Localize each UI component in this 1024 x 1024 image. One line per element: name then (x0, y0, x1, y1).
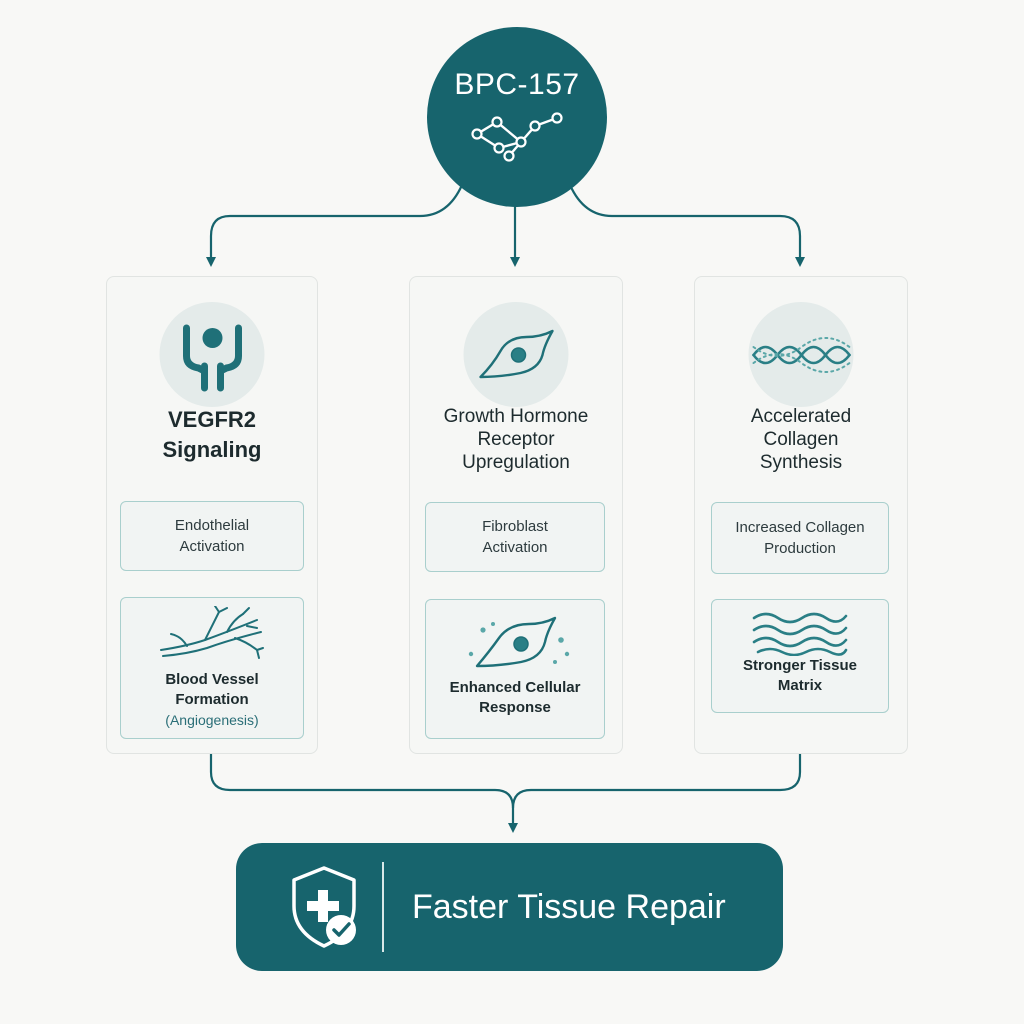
tissue-matrix-icon (752, 612, 848, 656)
icon-circle (748, 302, 854, 407)
fibroblast-cell-icon (478, 329, 554, 378)
molecule-icon (471, 112, 563, 162)
result-subtitle: (Angiogenesis) (165, 712, 259, 728)
step-endothelial-activation: Endothelial Activation (120, 501, 304, 571)
icon-circle (159, 302, 265, 407)
pathway-vegfr2: VEGFR2 Signaling Endothelial Activation (106, 276, 318, 754)
shield-check-icon (292, 866, 356, 948)
outcome-label: Faster Tissue Repair (412, 887, 726, 926)
connector-bottom-right (511, 754, 802, 809)
active-cell-icon (468, 616, 570, 668)
collagen-strand-icon (751, 336, 851, 373)
outcome-node: Faster Tissue Repair (236, 843, 783, 971)
result-label: Stronger Tissue Matrix (743, 657, 857, 694)
receptor-icon (182, 324, 242, 391)
pathway-growth-hormone: Growth Hormone Receptor Upregulation Fib… (409, 276, 623, 754)
blood-vessel-icon (160, 606, 264, 659)
result-blood-vessel-formation: Blood Vessel Formation (Angiogenesis) (120, 597, 304, 739)
outcome-divider (382, 862, 384, 952)
step-increased-collagen-production: Increased Collagen Production (711, 502, 889, 574)
pathway-title: Accelerated Collagen Synthesis (750, 406, 852, 473)
connector-bottom-merge (209, 754, 518, 833)
pathway-title: Growth Hormone Receptor Upregulation (443, 406, 589, 473)
bpc157-node: BPC-157 (427, 27, 607, 207)
result-stronger-tissue-matrix: Stronger Tissue Matrix (711, 599, 889, 713)
bpc157-title: BPC-157 (454, 68, 580, 101)
connector-top-left (206, 184, 464, 267)
pathway-collagen: Accelerated Collagen Synthesis Increased… (694, 276, 908, 754)
pathway-title: VEGFR2 Signaling (162, 407, 262, 462)
result-label: Enhanced Cellular Response (449, 679, 581, 716)
result-label: Blood Vessel Formation (Angiogenesis) (121, 670, 303, 730)
icon-circle (463, 302, 569, 407)
result-enhanced-cellular-response: Enhanced Cellular Response (425, 599, 605, 739)
connector-top-right (568, 184, 805, 267)
step-fibroblast-activation: Fibroblast Activation (425, 502, 605, 572)
